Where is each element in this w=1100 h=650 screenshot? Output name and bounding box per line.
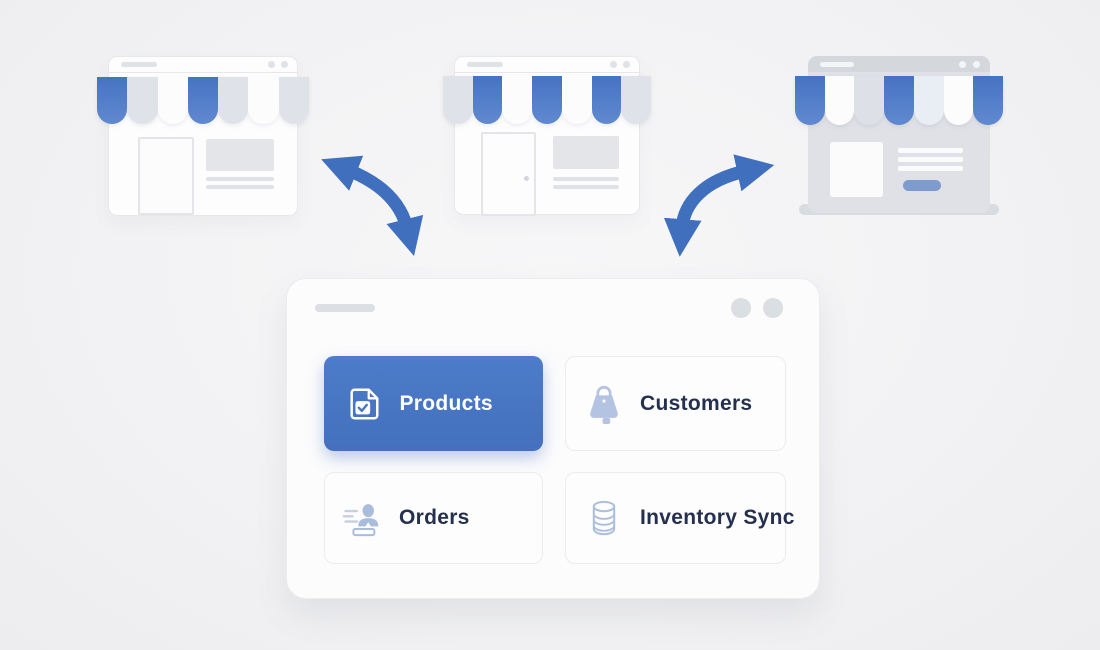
titlebar-line xyxy=(820,62,854,67)
awning-stripe xyxy=(561,76,592,124)
storefront-right xyxy=(795,56,1004,215)
text-line-placeholder xyxy=(206,177,274,181)
dashboard-tile-grid: Products Customers xyxy=(324,356,794,564)
arrow-dashboard-right-store xyxy=(663,154,775,257)
image-check-icon xyxy=(343,386,385,422)
window-dot-icon xyxy=(281,61,288,68)
awning-stripe xyxy=(621,76,652,124)
window-dot-icon xyxy=(268,61,275,68)
window-dot-icon xyxy=(610,61,617,68)
awning-stripe xyxy=(97,77,128,124)
door-knob xyxy=(524,176,529,181)
storefront-center xyxy=(443,56,652,216)
window-dot-icon xyxy=(763,298,783,318)
window-dot-icon xyxy=(959,61,966,68)
awning-stripe xyxy=(854,76,885,125)
image-placeholder xyxy=(830,142,883,197)
awning xyxy=(443,76,652,124)
browser-titlebar xyxy=(109,57,297,73)
awning-stripe xyxy=(913,76,944,125)
text-line-placeholder xyxy=(898,157,963,162)
awning-stripe xyxy=(884,76,914,125)
button-placeholder xyxy=(903,180,941,191)
window-dot-icon xyxy=(973,61,980,68)
store-door xyxy=(481,132,536,216)
tile-label: Customers xyxy=(640,391,753,415)
text-line-placeholder xyxy=(553,185,619,189)
awning-stripe xyxy=(248,77,279,124)
browser-titlebar xyxy=(808,56,990,72)
awning-stripe xyxy=(472,76,503,124)
awning-stripe xyxy=(157,77,188,124)
browser-titlebar xyxy=(455,57,639,73)
titlebar-line xyxy=(121,62,157,67)
text-line-placeholder xyxy=(553,177,619,181)
products-tile[interactable]: Products xyxy=(324,356,543,451)
window-dot-icon xyxy=(623,61,630,68)
awning-stripe xyxy=(127,77,158,124)
store-door xyxy=(138,137,194,215)
text-line-placeholder xyxy=(206,185,274,189)
awning-stripe xyxy=(591,76,622,124)
content-placeholder xyxy=(553,136,619,169)
database-icon xyxy=(583,497,625,539)
awning-stripe xyxy=(278,77,309,124)
text-line-placeholder xyxy=(898,148,963,153)
orders-tile[interactable]: Orders xyxy=(324,472,543,564)
awning-stripe xyxy=(218,77,249,124)
awning-stripe xyxy=(973,76,1004,125)
awning xyxy=(795,76,1004,125)
sync-dashboard-window: Products Customers xyxy=(286,278,820,599)
arrow-left-store-dashboard xyxy=(321,155,424,257)
person-lines-icon xyxy=(342,498,384,539)
window-dot-icon xyxy=(731,298,751,318)
tile-label: Products xyxy=(399,391,493,415)
awning-stripe xyxy=(532,76,562,124)
awning-stripe xyxy=(187,77,219,124)
storefront-left xyxy=(97,56,309,216)
awning xyxy=(97,77,309,124)
text-line-placeholder xyxy=(898,166,963,171)
awning-stripe xyxy=(943,76,974,125)
content-placeholder xyxy=(206,139,274,171)
tile-label: Orders xyxy=(399,506,470,529)
tile-label: Inventory Sync xyxy=(640,506,795,529)
awning-stripe xyxy=(824,76,855,125)
customers-tile[interactable]: Customers xyxy=(565,356,786,451)
inventory-sync-tile[interactable]: Inventory Sync xyxy=(565,472,794,564)
awning-stripe xyxy=(795,76,825,125)
awning-stripe xyxy=(443,76,473,124)
titlebar-line xyxy=(467,62,503,67)
awning-stripe xyxy=(502,76,533,124)
titlebar-line xyxy=(315,304,375,312)
bag-icon xyxy=(583,381,625,426)
